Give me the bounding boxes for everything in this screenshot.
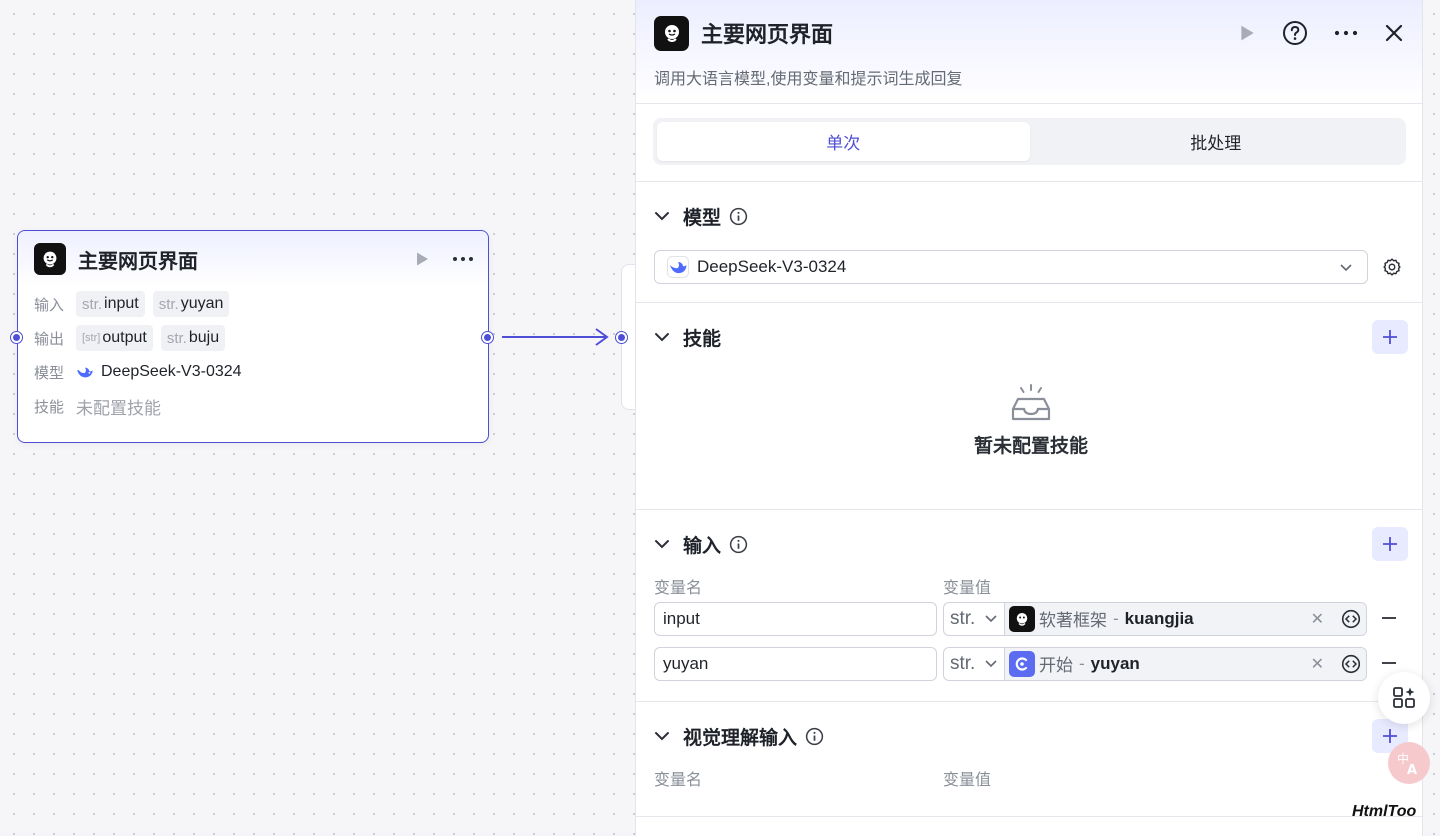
section-title: 视觉理解输入	[683, 727, 798, 749]
skill-empty-text: 暂未配置技能	[973, 436, 1088, 457]
node-logo-icon	[34, 243, 66, 275]
reference-variable: yuyan	[1090, 653, 1140, 673]
apps-icon[interactable]	[1378, 672, 1430, 724]
plus-icon	[1383, 330, 1397, 344]
more-icon[interactable]	[1334, 30, 1358, 36]
variable-picker-icon[interactable]	[1336, 647, 1366, 680]
deepseek-icon	[76, 363, 94, 381]
input-label: 输入	[34, 296, 65, 314]
reference-source: 开始	[1039, 656, 1073, 675]
variable-value-field[interactable]: str. 软著框架 - kuangjia ✕	[943, 601, 1367, 636]
output-label: 输出	[34, 330, 65, 348]
node-title: 主要网页界面	[78, 250, 198, 273]
minus-icon	[1382, 662, 1396, 665]
skill-empty-state: 暂未配置技能	[654, 371, 1408, 509]
panel-title[interactable]: 主要网页界面	[701, 22, 834, 47]
run-icon[interactable]	[1238, 24, 1256, 42]
watermark: HtmlToo	[1352, 803, 1417, 820]
tab-single[interactable]: 单次	[657, 122, 1030, 161]
gear-icon[interactable]	[1382, 257, 1402, 277]
start-icon	[1009, 650, 1035, 677]
variable-value-field[interactable]: str. 开始 - yuyan ✕	[943, 646, 1367, 681]
vision-column-header: 变量名 变量值	[654, 772, 992, 789]
variable-type-select[interactable]: str.	[944, 647, 1005, 680]
variable-picker-icon[interactable]	[1336, 602, 1366, 635]
info-icon[interactable]	[729, 535, 748, 554]
chevron-down-icon[interactable]	[654, 207, 670, 225]
skill-section: 技能 暂未配置技能	[636, 303, 1422, 510]
output-tag: str.buju	[160, 325, 226, 351]
skill-label: 技能	[34, 398, 65, 416]
chevron-down-icon	[985, 615, 997, 623]
reference-source: 软著框架	[1039, 611, 1107, 630]
info-icon[interactable]	[729, 207, 748, 226]
node-skill-row: 技能 未配置技能	[18, 389, 488, 423]
node-logo-icon	[1009, 605, 1035, 632]
model-label: 模型	[34, 364, 65, 382]
clear-icon[interactable]: ✕	[1310, 655, 1324, 673]
panel-header: 主要网页界面 调用大语言模型,使用变量和提示词生成回复	[636, 0, 1422, 104]
panel-description: 调用大语言模型,使用变量和提示词生成回复	[654, 71, 963, 88]
play-icon[interactable]	[414, 250, 430, 268]
help-icon[interactable]	[1282, 20, 1308, 46]
chevron-down-icon	[1339, 257, 1353, 277]
node-model-row: 模型 DeepSeek-V3-0324	[18, 355, 488, 389]
section-title: 输入	[683, 535, 722, 557]
section-title: 技能	[683, 328, 722, 350]
model-select-value: DeepSeek-V3-0324	[697, 257, 847, 276]
chevron-down-icon[interactable]	[654, 535, 670, 553]
clear-icon[interactable]: ✕	[1310, 610, 1324, 628]
node-output-row: 输出 [str]output str.buju	[18, 321, 488, 355]
vision-input-section: 视觉理解输入 变量名 变量值	[636, 702, 1422, 817]
output-tag: [str]output	[76, 325, 153, 351]
chevron-down-icon[interactable]	[654, 727, 670, 745]
variable-reference[interactable]: 软著框架 - kuangjia ✕	[1005, 602, 1336, 635]
remove-row-button[interactable]	[1381, 655, 1397, 673]
tab-batch[interactable]: 批处理	[1190, 134, 1242, 153]
plus-icon	[1383, 729, 1397, 743]
node-header: 主要网页界面	[18, 231, 488, 287]
next-node-input-port[interactable]	[616, 332, 627, 343]
node-output-port[interactable]	[482, 332, 493, 343]
variable-reference[interactable]: 开始 - yuyan ✕	[1005, 647, 1336, 680]
input-column-header: 变量名 变量值	[654, 580, 992, 597]
more-icon[interactable]	[452, 250, 474, 268]
variable-name-input[interactable]: input	[654, 601, 937, 636]
section-title: 模型	[683, 207, 722, 229]
add-skill-button[interactable]	[1372, 320, 1408, 354]
variable-name-input[interactable]: yuyan	[654, 646, 937, 681]
model-section: 模型 DeepSeek-V3-0324	[636, 182, 1422, 303]
chevron-down-icon	[985, 660, 997, 668]
remove-row-button[interactable]	[1381, 610, 1397, 628]
plus-icon	[1383, 537, 1397, 551]
connection-edge[interactable]	[500, 326, 612, 348]
mode-tabs-wrapper: 单次 批处理	[636, 104, 1422, 182]
input-tag: str.yuyan	[152, 291, 230, 317]
input-variable-row: input str. 软著框架 - kuangjia ✕	[654, 598, 1408, 639]
input-variable-row: yuyan str. 开始 - yuyan ✕	[654, 643, 1408, 684]
svg-text:A: A	[1407, 763, 1417, 777]
variable-type-select[interactable]: str.	[944, 602, 1005, 635]
input-tag: str.input	[76, 291, 145, 317]
close-icon[interactable]	[1384, 23, 1404, 43]
mode-tabs: 单次 批处理	[653, 118, 1406, 165]
node-logo-icon	[654, 15, 689, 51]
node-config-panel: 主要网页界面 调用大语言模型,使用变量和提示词生成回复 单次 批处理	[635, 0, 1423, 836]
node-model: DeepSeek-V3-0324	[76, 363, 242, 381]
deepseek-icon	[667, 256, 689, 278]
empty-inbox-icon	[1010, 383, 1052, 423]
model-select[interactable]: DeepSeek-V3-0324	[654, 250, 1368, 284]
info-icon[interactable]	[805, 727, 824, 746]
node-input-row: 输入 str.input str.yuyan	[18, 287, 488, 321]
add-input-button[interactable]	[1372, 527, 1408, 561]
node-skill-value: 未配置技能	[76, 398, 161, 418]
minus-icon	[1382, 617, 1396, 620]
reference-variable: kuangjia	[1124, 608, 1194, 628]
node-input-port[interactable]	[11, 332, 22, 343]
svg-text:中: 中	[1397, 751, 1409, 766]
llm-node-card[interactable]: 主要网页界面 输入 str.input str.yuyan 输出 [str]ou…	[17, 230, 489, 443]
input-section: 输入 变量名 变量值 input str.	[636, 510, 1422, 702]
chevron-down-icon[interactable]	[654, 328, 670, 346]
